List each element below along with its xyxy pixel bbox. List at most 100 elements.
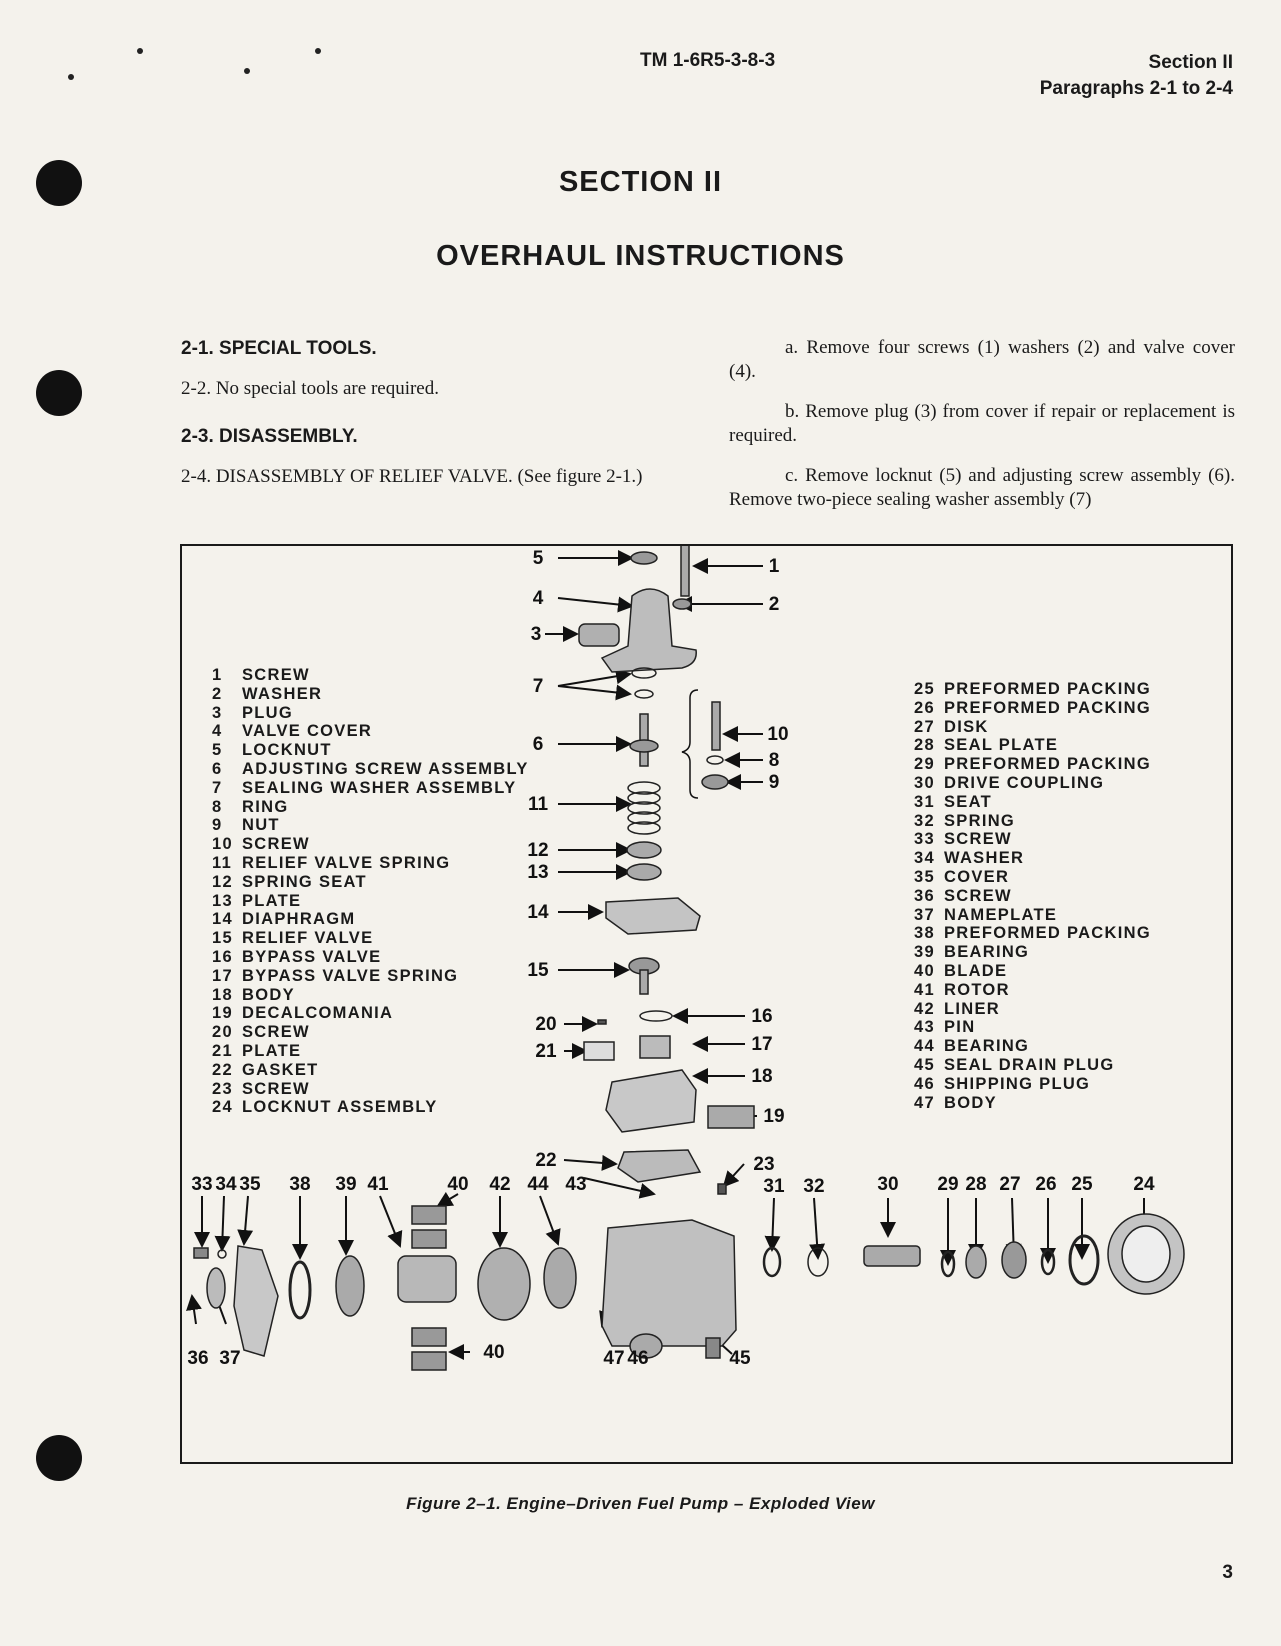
callout-38: 38 [289, 1174, 310, 1195]
part-38-packing [288, 1260, 312, 1320]
callout-21: 21 [535, 1041, 557, 1062]
legend-number: 36 [914, 886, 935, 905]
legend-part-name: BODY [242, 985, 295, 1004]
callout-14: 14 [527, 902, 549, 923]
part-33-screw [193, 1247, 209, 1259]
legend-number: 30 [914, 773, 935, 792]
legend-number: 18 [212, 985, 233, 1004]
legend-part-name: BEARING [944, 943, 1030, 962]
doc-number: TM 1-6R5-3-8-3 [640, 50, 776, 71]
part-41-rotor [397, 1255, 457, 1303]
legend-part-name: GASKET [242, 1060, 319, 1079]
callout-34: 34 [215, 1174, 237, 1195]
paragraph-2-2: 2-2. No special tools are required. [181, 378, 439, 399]
part-44-bearing [543, 1247, 577, 1309]
legend-part-name: NAMEPLATE [944, 905, 1058, 924]
legend-part-name: DRIVE COUPLING [944, 773, 1105, 792]
figure-caption: Figure 2–1. Engine–Driven Fuel Pump – Ex… [406, 1494, 875, 1513]
part-24-inner [1121, 1225, 1171, 1283]
legend-part-name: DECALCOMANIA [242, 1004, 394, 1023]
part-28-seal-plate [965, 1245, 987, 1279]
callout-9: 9 [769, 772, 780, 793]
legend-number: 8 [212, 797, 223, 816]
legend-part-name: PREFORMED PACKING [944, 680, 1151, 698]
ink-speck [315, 48, 321, 54]
legend-part-name: COVER [944, 867, 1010, 886]
legend-part-name: WASHER [944, 849, 1025, 868]
part-3-plug [578, 623, 620, 647]
section-subtitle: OVERHAUL INSTRUCTIONS [436, 240, 845, 272]
legend-number: 2 [212, 684, 223, 703]
part-7-washer [631, 667, 657, 679]
part-1-screw [680, 546, 690, 597]
part-25-packing [1068, 1234, 1100, 1286]
callout-19: 19 [763, 1106, 784, 1127]
callout-20: 20 [535, 1014, 556, 1035]
callout-30: 30 [877, 1174, 898, 1195]
legend-part-name: SCREW [242, 835, 310, 854]
callout-10: 10 [767, 724, 788, 745]
legend-part-name: SCREW [242, 1079, 310, 1098]
legend-number: 1 [212, 666, 223, 684]
legend-part-name: RELIEF VALVE [242, 929, 374, 948]
legend-number: 37 [914, 905, 935, 924]
legend-number: 5 [212, 741, 223, 760]
callout-32: 32 [803, 1176, 824, 1197]
step-b: b. Remove plug (3) from cover if repair … [729, 401, 1235, 446]
legend-number: 29 [914, 755, 935, 774]
legend-part-name: BYPASS VALVE [242, 947, 382, 966]
left-text-column: 2-1. SPECIAL TOOLS. 2-2. No special tool… [181, 336, 686, 504]
part-6-head [629, 739, 659, 753]
legend-number: 40 [914, 961, 935, 980]
callout-33: 33 [191, 1174, 212, 1195]
parts-art [193, 546, 1185, 1371]
legend-number: 6 [212, 759, 223, 778]
part-31-seat [762, 1246, 782, 1278]
part-37-nameplate [206, 1267, 226, 1309]
callout-11: 11 [528, 794, 549, 815]
heading-disassembly: 2-3. DISASSEMBLY. [181, 426, 358, 447]
callout-26: 26 [1035, 1174, 1056, 1195]
legend-number: 27 [914, 717, 935, 736]
callout-41: 41 [367, 1174, 389, 1195]
callout-22: 22 [535, 1150, 556, 1171]
legend-number: 22 [212, 1060, 233, 1079]
part-47-body [601, 1219, 737, 1347]
legend-part-name: ADJUSTING SCREW ASSEMBLY [242, 759, 529, 778]
legend-part-name: DIAPHRAGM [242, 910, 356, 929]
legend-number: 32 [914, 811, 935, 830]
legend-item: 30 DRIVE COUPLING [914, 774, 1151, 793]
callout-2: 2 [769, 594, 780, 615]
legend-part-name: PLATE [242, 891, 302, 910]
legend-part-name: RELIEF VALVE SPRING [242, 853, 451, 872]
part-21-plate [583, 1041, 615, 1061]
legend-part-name: SPRING SEAT [242, 872, 367, 891]
legend-number: 7 [212, 778, 223, 797]
paragraph-range: Paragraphs 2-1 to 2-4 [1039, 78, 1233, 99]
exploded-parts-drawing: 5 1 4 2 3 7 6 10 8 9 11 12 13 14 15 16 2… [186, 546, 1185, 1371]
legend-item: 6 ADJUSTING SCREW ASSEMBLY [212, 760, 529, 779]
part-22-gasket [617, 1149, 702, 1183]
callout-8: 8 [769, 750, 780, 771]
legend-number: 11 [212, 853, 233, 872]
ink-speck [137, 48, 143, 54]
part-45-seal-drain-plug [705, 1337, 721, 1359]
